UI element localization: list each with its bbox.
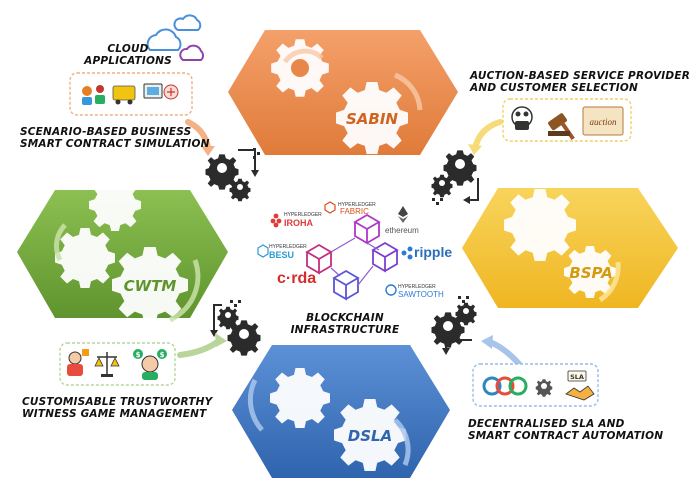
ethereum-text: ethereum xyxy=(385,226,419,235)
cloud-apps-icons xyxy=(82,83,179,105)
sla-badge: SLA xyxy=(570,373,584,381)
iroha-text: IROHA xyxy=(284,218,313,228)
process-gears-icon-bottom-right xyxy=(431,296,477,355)
process-gears-icon-top-right xyxy=(431,150,479,205)
arrow-witness-to-process xyxy=(177,337,223,358)
arrow-sla-to-process xyxy=(487,339,523,368)
sla-box xyxy=(472,363,599,407)
besu-icon xyxy=(257,244,269,258)
blockchain-cubes xyxy=(305,213,399,301)
sawtooth-text: SAWTOOTH xyxy=(398,290,444,299)
besu-text: BESU xyxy=(269,250,295,260)
sawtooth-icon xyxy=(385,284,397,296)
corda-text: c·rda xyxy=(277,270,317,287)
svg-text:$: $ xyxy=(136,351,141,359)
fabric-text: FABRIC xyxy=(340,207,369,216)
cwtm-hexagon xyxy=(17,179,228,323)
iroha-icon xyxy=(270,213,282,228)
fabric-icon xyxy=(324,201,336,214)
dsla-label: DSLA xyxy=(348,427,392,445)
bspa-label: BSPA xyxy=(569,264,612,282)
besu-hyperledger-text: HYPERLEDGER xyxy=(269,244,307,250)
ripple-text: ripple xyxy=(414,244,453,260)
witness-icons: $ $ xyxy=(67,349,167,380)
cwtm-label: CWTM xyxy=(124,277,177,295)
dsla-hexagon xyxy=(232,345,450,478)
arrow-auction-to-process xyxy=(472,119,503,151)
sawtooth-hyperledger-text: HYPERLEDGER xyxy=(398,284,436,290)
svg-text:$: $ xyxy=(160,351,165,359)
auction-icons: auction xyxy=(511,106,624,140)
process-gears-icon-bottom-left xyxy=(210,300,261,356)
ripple-icon xyxy=(401,246,413,260)
sabin-label: SABIN xyxy=(346,110,398,128)
cloud-icon xyxy=(146,14,204,61)
arrow-cloud-to-process xyxy=(185,119,211,151)
iroha-hyperledger-text: HYPERLEDGER xyxy=(284,212,322,218)
sla-icons: SLA xyxy=(482,370,595,401)
ethereum-icon xyxy=(398,206,408,223)
auction-word: auction xyxy=(590,117,617,127)
sabin-hexagon xyxy=(228,30,458,155)
process-gears-icon-top-left xyxy=(205,148,260,202)
fabric-hyperledger-text: HYPERLEDGER xyxy=(338,202,376,208)
bspa-hexagon xyxy=(462,188,678,308)
